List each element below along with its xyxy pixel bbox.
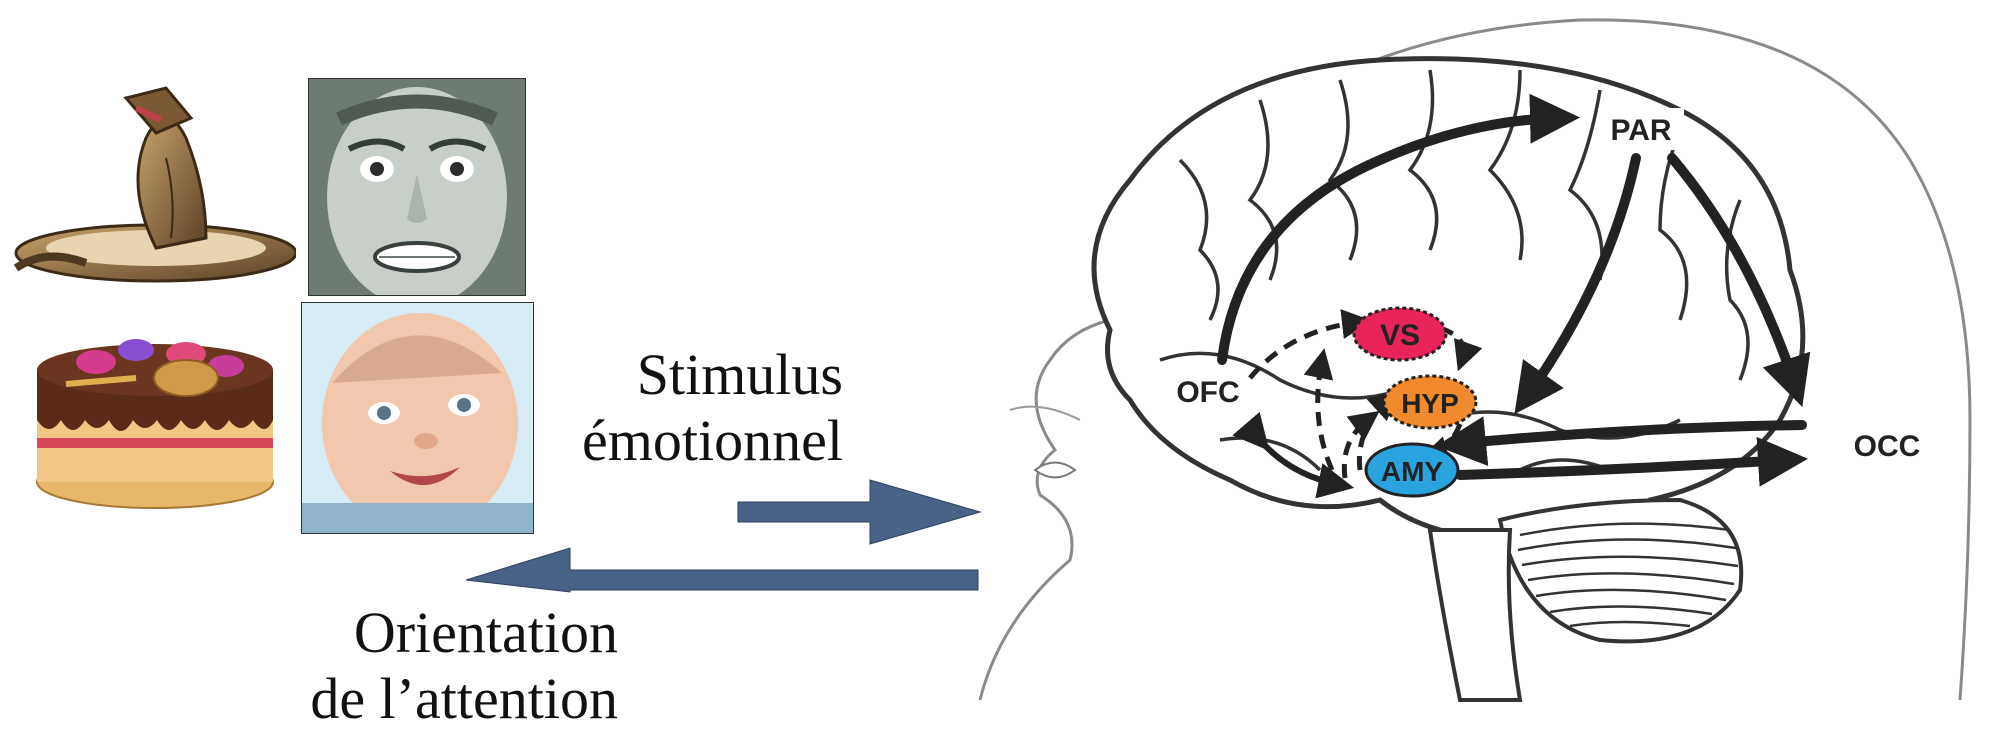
- ofc-label: OFC: [1176, 376, 1239, 409]
- region-vs: VS: [1354, 308, 1446, 360]
- region-occ: OCC: [1842, 424, 1932, 466]
- vs-label: VS: [1380, 319, 1420, 352]
- par-label: PAR: [1610, 114, 1671, 147]
- orientation-caption-line1: Orientation: [310, 600, 618, 666]
- fearful-face-photo: [308, 78, 526, 296]
- region-hyp: HYP: [1384, 376, 1476, 428]
- brain-diagram: OFC VS HYP AMY PAR OCC: [960, 0, 1998, 725]
- snake-icon: [6, 78, 296, 288]
- region-amy: AMY: [1366, 444, 1458, 496]
- stimulus-caption: Stimulus émotionnel: [582, 342, 843, 474]
- arrow-left-to-stimuli: [466, 548, 978, 592]
- arrow-right-to-brain: [738, 480, 980, 544]
- hyp-label: HYP: [1401, 388, 1459, 419]
- amy-label: AMY: [1381, 456, 1444, 487]
- brow-feature: [1010, 407, 1080, 420]
- cake-icon: [26, 322, 284, 512]
- cerebellum: [1500, 500, 1741, 641]
- region-ofc: OFC: [1172, 370, 1244, 412]
- region-par: PAR: [1598, 108, 1684, 150]
- occ-label: OCC: [1854, 430, 1921, 463]
- orientation-caption: Orientation de l’attention: [310, 600, 618, 732]
- orientation-caption-line2: de l’attention: [310, 666, 618, 732]
- brainstem: [1430, 530, 1520, 700]
- stimulus-caption-line2: émotionnel: [582, 408, 843, 474]
- arrow-pair: [460, 470, 990, 600]
- stimulus-caption-line1: Stimulus: [582, 342, 843, 408]
